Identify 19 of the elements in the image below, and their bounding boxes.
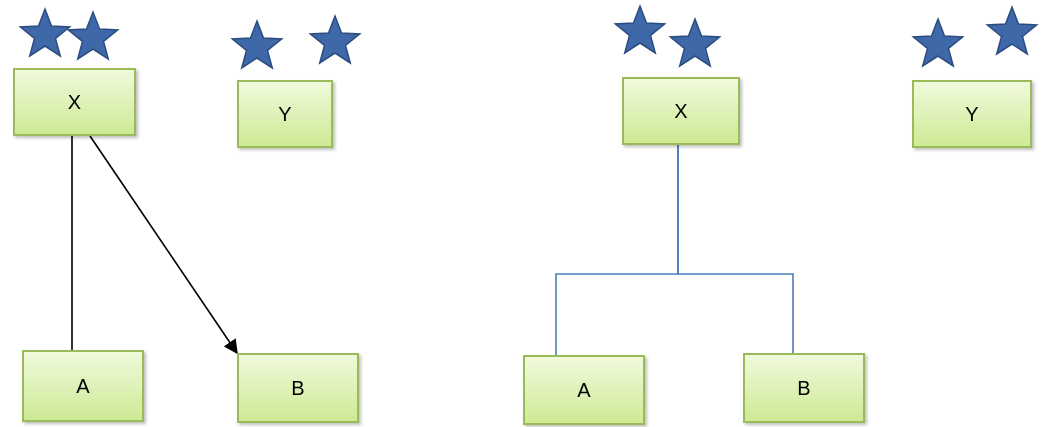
- node-label: X: [674, 99, 688, 123]
- node-label: Y: [278, 102, 292, 126]
- arrow: [89, 135, 238, 355]
- process-box: [13, 68, 136, 136]
- node-label: B: [797, 376, 811, 400]
- node-label: B: [291, 376, 305, 400]
- process-box: [622, 77, 740, 145]
- process-box: [743, 353, 865, 423]
- node-label: A: [577, 378, 591, 402]
- node-label: X: [67, 90, 82, 114]
- node-label: Y: [965, 102, 979, 126]
- connector-line: [677, 144, 794, 354]
- process-box: [237, 353, 359, 423]
- process-box: [912, 80, 1032, 148]
- process-box: [237, 80, 333, 148]
- process-box: [523, 355, 645, 425]
- process-box: [22, 350, 144, 422]
- node-label: A: [76, 374, 90, 398]
- connector-line: [71, 135, 73, 351]
